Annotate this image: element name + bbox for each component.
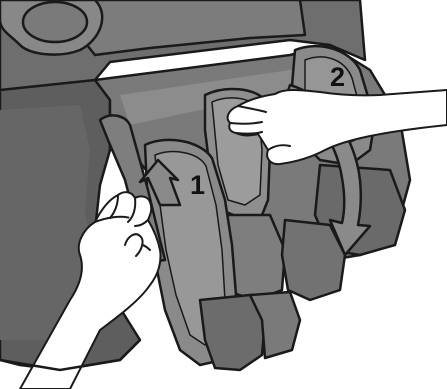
step-1-label: 1 bbox=[190, 170, 205, 200]
step-2-label: 2 bbox=[330, 62, 345, 92]
